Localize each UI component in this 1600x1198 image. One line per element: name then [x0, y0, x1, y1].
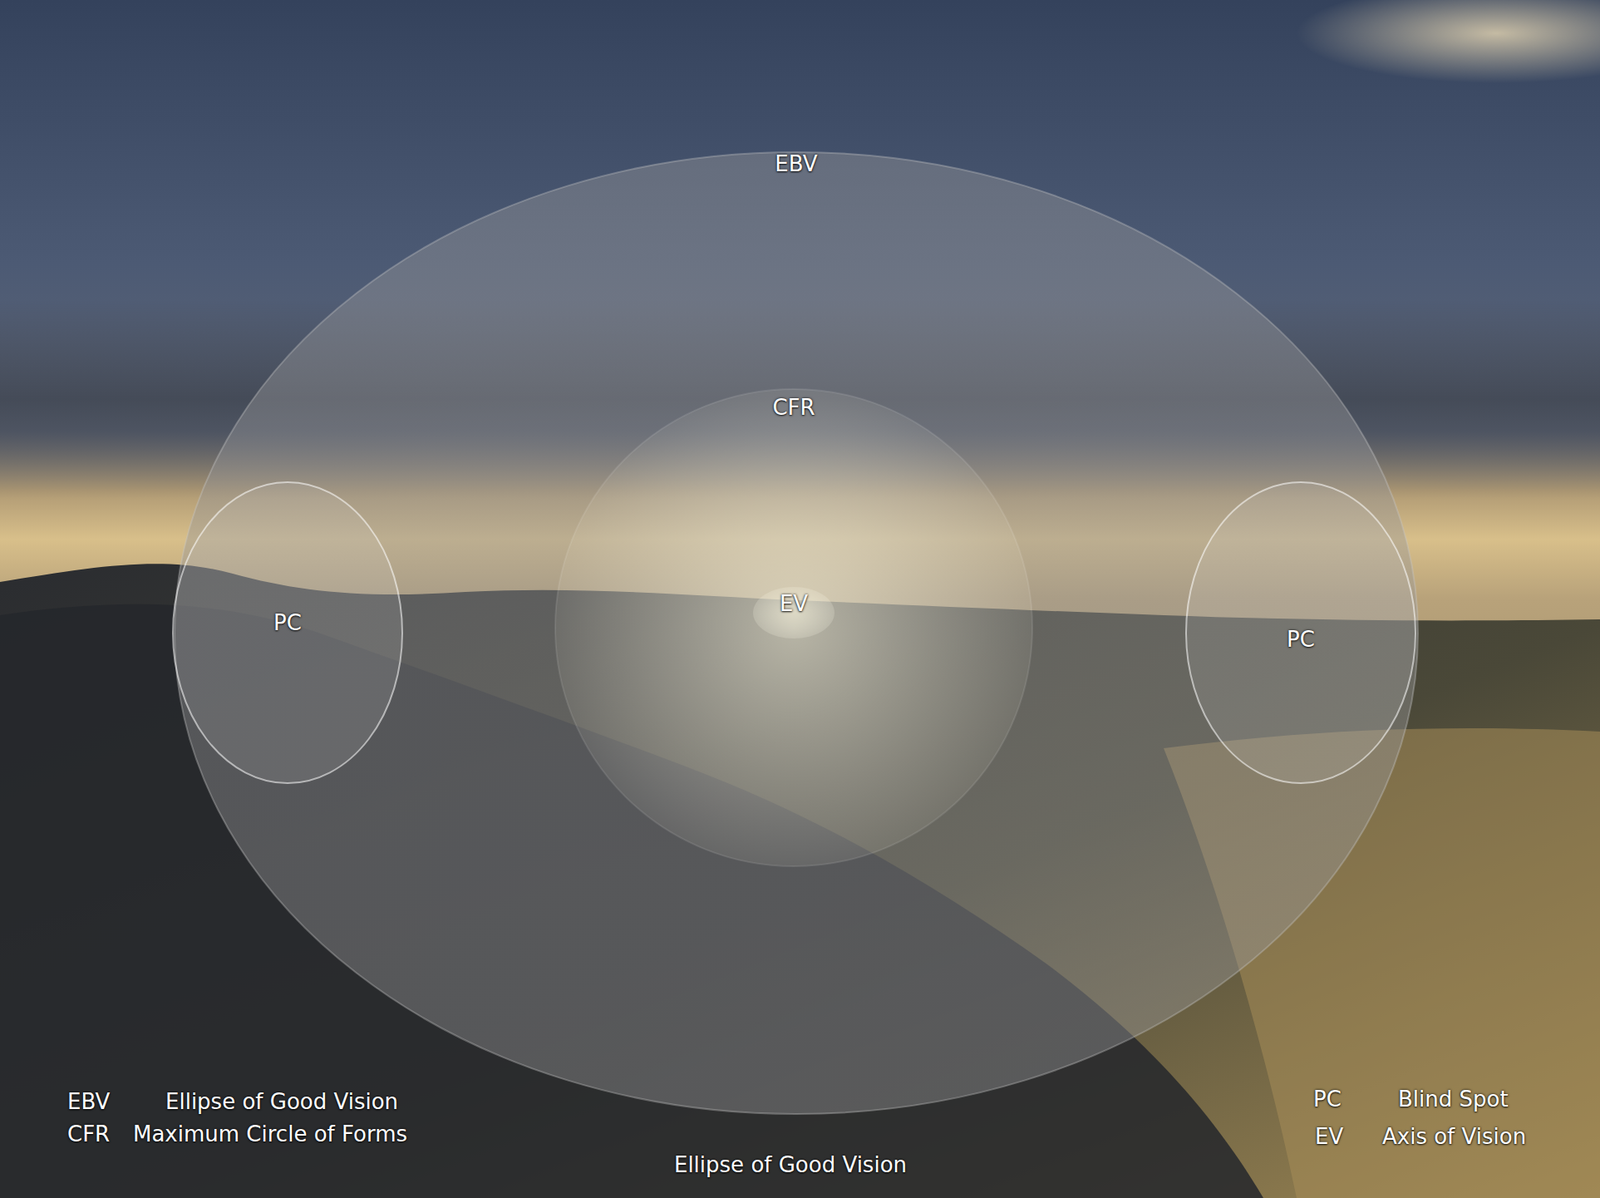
zone-abbreviation: CFR	[772, 394, 815, 421]
ellipse-shape	[1186, 482, 1416, 783]
key-abbreviation: PC	[1313, 1086, 1342, 1113]
caption: Ellipse of Good Vision	[674, 1152, 907, 1178]
blind-spot-ellipse: PC	[172, 481, 404, 784]
ellipse-shape	[753, 586, 835, 639]
key-meaning: Axis of Vision	[1382, 1123, 1527, 1150]
key-abbreviation: EBV	[67, 1088, 110, 1115]
key-meaning: Maximum Circle of Forms	[132, 1121, 408, 1148]
key-meaning: Blind Spot	[1398, 1086, 1509, 1113]
forms-circle: CFR EV	[554, 388, 1034, 867]
blind-spot-ellipse: PC	[1185, 481, 1417, 784]
zone-abbreviation: EV	[779, 590, 808, 617]
axis-glow: EV	[752, 585, 836, 640]
zone-abbreviation: EBV	[774, 151, 818, 178]
key-meaning: Ellipse of Good Vision	[165, 1088, 399, 1115]
vision-ellipse: EBV CFR EV PC PC	[173, 151, 1419, 1115]
key-abbreviation: EV	[1314, 1123, 1344, 1150]
zone-abbreviation: PC	[1286, 626, 1315, 653]
ellipse-shape	[555, 388, 1033, 867]
key-abbreviation: CFR	[67, 1121, 110, 1148]
ellipse-shape	[172, 482, 403, 783]
zone-abbreviation: PC	[273, 610, 302, 636]
